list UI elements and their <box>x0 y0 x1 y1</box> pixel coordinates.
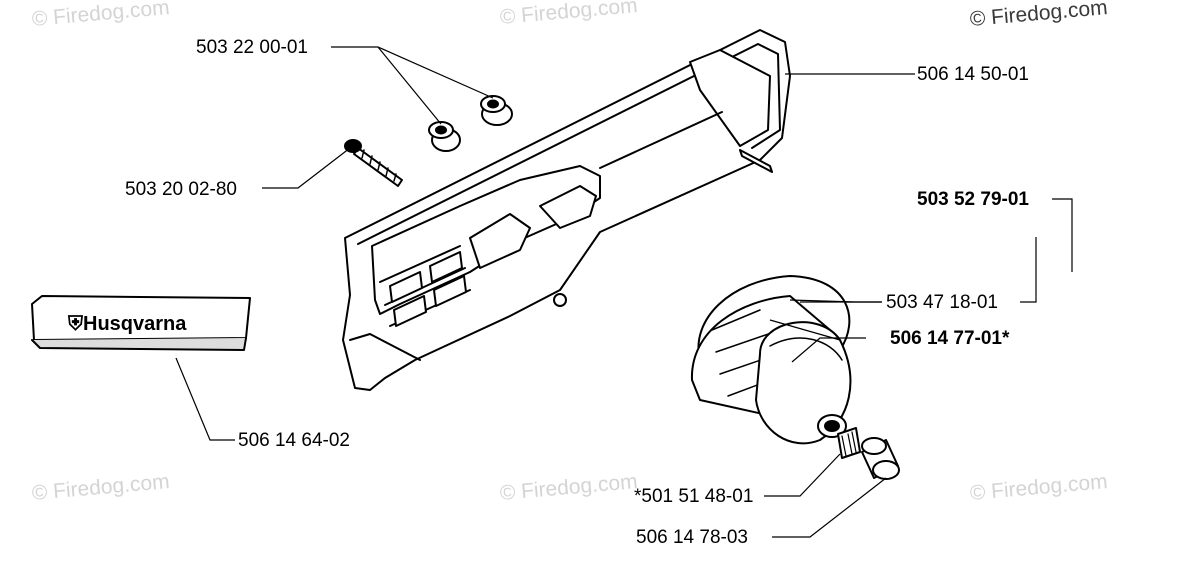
part-number-label: 506 14 50-01 <box>917 64 1029 85</box>
part-number-label: 503 52 79-01 <box>917 189 1029 210</box>
husqvarna-logo: ⛨Husqvarna <box>68 313 186 336</box>
bolt <box>344 139 403 187</box>
part-number-label: 506 14 77-01* <box>890 328 1010 349</box>
part-number-label: 506 14 78-03 <box>636 527 748 548</box>
flange-nut <box>428 121 461 152</box>
part-number-label: *501 51 48-01 <box>634 486 754 507</box>
needle-bearing <box>837 427 861 459</box>
flange-nut <box>480 95 513 126</box>
bushing <box>861 437 900 480</box>
part-number-label: 503 20 02-80 <box>125 179 237 200</box>
part-number-label: 506 14 64-02 <box>238 430 350 451</box>
husqvarna-crown-icon: ⛨ <box>68 313 83 335</box>
part-number-label: 503 47 18-01 <box>886 292 998 313</box>
part-number-label: 503 22 00-01 <box>196 37 308 58</box>
husqvarna-decal <box>31 295 251 351</box>
leader-lines <box>175 46 1073 538</box>
logo-label: Husqvarna <box>83 313 187 335</box>
clutch-cover <box>342 29 791 391</box>
